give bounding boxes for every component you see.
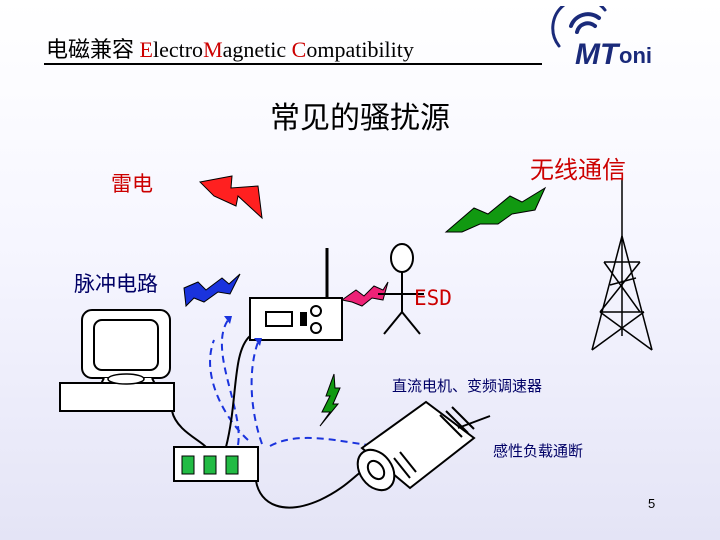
header-initial-c: C — [291, 37, 307, 62]
header-divider — [44, 63, 542, 65]
antenna-tower — [591, 178, 653, 351]
lightning-bolt-icon — [198, 175, 263, 220]
label-wireless-communication: 无线通信 — [530, 156, 626, 184]
header-word-electro: lectro — [152, 37, 204, 62]
label-lightning: 雷电 — [111, 172, 153, 196]
coupling-arrowhead-icon — [254, 338, 262, 346]
person-figure — [378, 243, 424, 335]
header-word-compatibility: ompatibility — [306, 37, 414, 62]
coupling-arrowhead-icon — [224, 316, 232, 324]
label-pulse-circuit: 脉冲电路 — [74, 272, 158, 296]
slide-title: 常见的骚扰源 — [270, 101, 450, 136]
esd-spark-icon — [340, 281, 389, 307]
header-initial-m: M — [203, 37, 223, 62]
pulse-interference-bolt-icon — [183, 273, 241, 308]
logo-text-oni: oni — [619, 43, 652, 68]
coupling-paths — [209, 319, 377, 447]
power-cables — [171, 335, 365, 509]
header-word-magnetic: agnetic — [222, 37, 292, 62]
wireless-signal-bolt-icon — [444, 186, 547, 233]
computer-mouse — [107, 373, 145, 385]
radio-receiver — [249, 248, 343, 341]
power-strip — [173, 446, 259, 482]
dc-motor — [356, 400, 491, 492]
label-dc-motor-vfd: 直流电机、变频调速器 — [392, 377, 543, 395]
motor-interference-bolt-icon — [319, 373, 341, 427]
header-initial-e: E — [139, 37, 153, 62]
logo-text-mt: MT — [575, 38, 621, 70]
page-number: 5 — [648, 496, 656, 511]
computer-base — [59, 382, 175, 412]
label-esd: ESD — [414, 286, 452, 310]
label-inductive-load-switching: 感性负载通断 — [493, 442, 584, 460]
mtoni-logo: MT oni — [551, 6, 652, 70]
signal-arcs-icon — [551, 6, 607, 48]
header-title-chinese: 电磁兼容 — [46, 37, 140, 62]
header-title: 电磁兼容 ElectroMagnetic Compatibility — [46, 32, 414, 64]
